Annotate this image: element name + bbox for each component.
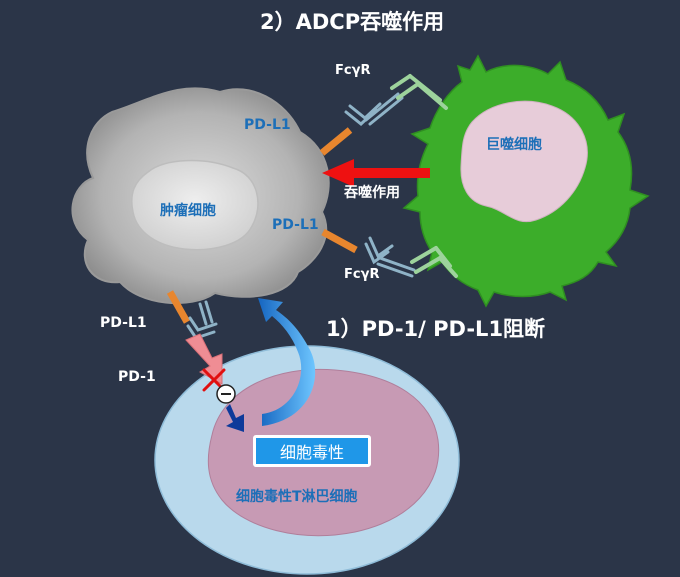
antibody-bottom [364, 236, 416, 278]
fcgr-label-bottom: FcγR [344, 267, 380, 282]
pdl1-label-bottom: PD-L1 [100, 315, 147, 331]
pdl1-label-top: PD-L1 [244, 117, 291, 133]
macrophage-nucleus [460, 100, 588, 223]
antibody-top [344, 92, 404, 126]
fcgr-receptor-bottom [410, 246, 458, 278]
fcgr-label-top: FcγR [335, 63, 371, 78]
title-adcp: 2）ADCP吞噬作用 [260, 10, 445, 34]
pd1-receptor-arrow [185, 333, 223, 385]
restore-curved-arrow [258, 298, 316, 426]
macrophage-label: 巨噬细胞 [486, 137, 542, 153]
pdl1-marker-right [321, 228, 358, 254]
cytotoxicity-box: 细胞毒性 [253, 435, 371, 467]
pdl1-marker-top [319, 127, 353, 156]
pd1-label: PD-1 [118, 369, 156, 385]
phagocytosis-label: 吞噬作用 [344, 185, 400, 201]
cytotoxicity-label: 细胞毒性 [256, 438, 368, 464]
signal-arrow-down [226, 404, 244, 432]
tumor-cell-label: 肿瘤细胞 [160, 203, 216, 219]
inhibition-minus-icon [216, 384, 236, 404]
fcgr-receptor-top [390, 74, 448, 110]
title-pd1-blockade: 1）PD-1/ PD-L1阻断 [326, 317, 546, 341]
tcell-label: 细胞毒性T淋巴细胞 [236, 489, 358, 505]
pdl1-marker-bottom [166, 290, 191, 324]
phagocytosis-arrow [322, 159, 430, 187]
pdl1-label-right: PD-L1 [272, 217, 319, 233]
antibody-pd1-block [186, 300, 218, 340]
tumor-nucleus [131, 159, 259, 251]
